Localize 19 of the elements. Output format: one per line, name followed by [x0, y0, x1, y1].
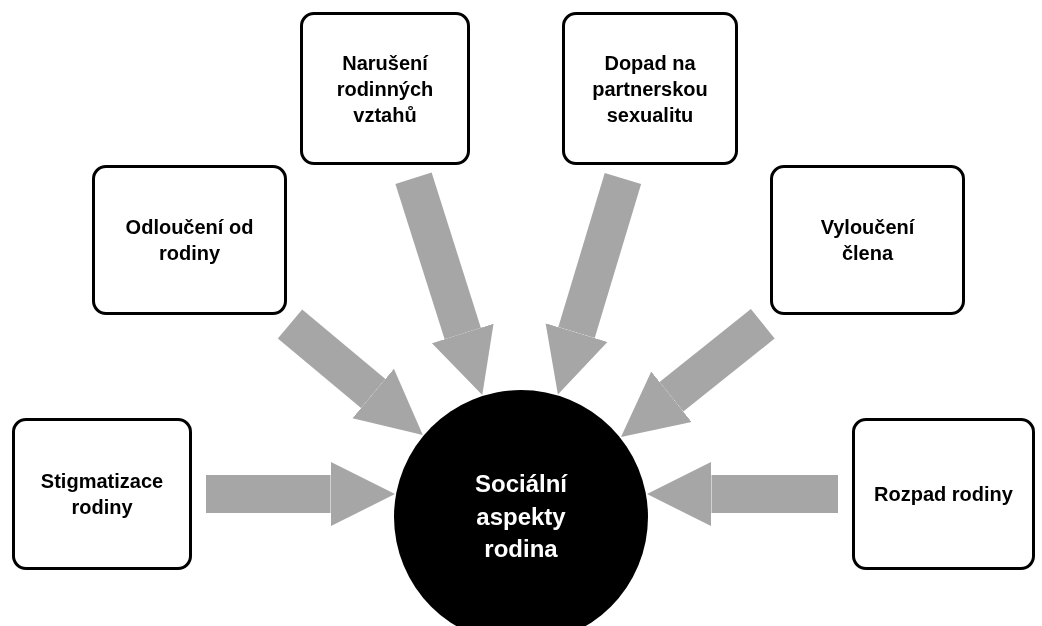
topic-box: [562, 12, 738, 165]
topic-box: [12, 418, 192, 570]
topic-box: [770, 165, 965, 315]
block-arrow: [206, 461, 396, 527]
topic-box: [852, 418, 1035, 570]
topic-label: Vyloučení člena: [819, 215, 916, 266]
topic-label: Narušení rodinných vztahů: [335, 50, 435, 128]
topic-box: [300, 12, 470, 165]
topic-label: Odloučení od rodiny: [124, 215, 255, 266]
block-arrow: [646, 461, 838, 527]
topic-label: Stigmatizace rodiny: [39, 469, 165, 520]
center-label: Sociální aspekty rodina: [474, 469, 569, 565]
block-arrow: [395, 172, 494, 395]
topic-label: Dopad na partnerskou sexualitu: [591, 50, 709, 128]
topic-label: Rozpad rodiny: [874, 482, 1013, 507]
topic-box: [92, 165, 287, 315]
block-arrow: [277, 309, 423, 435]
block-arrow: [545, 172, 642, 395]
block-arrow: [621, 308, 775, 438]
